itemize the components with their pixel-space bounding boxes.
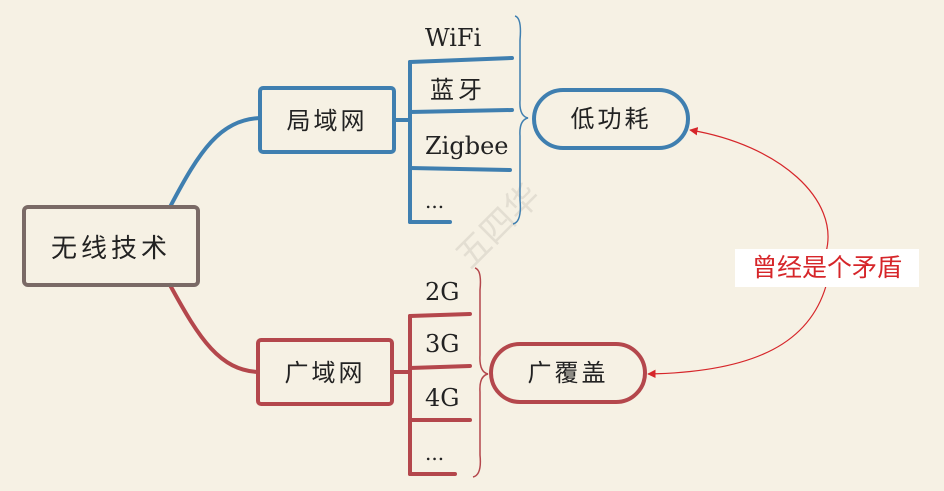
wan-summary-label: 广覆盖 [528, 359, 609, 387]
lan-item-bluetooth: 蓝牙 [430, 76, 486, 104]
root-node [22, 205, 200, 287]
lan-summary-pill [532, 88, 690, 150]
root-label: 无线技术 [51, 234, 171, 264]
wan-label: 广域网 [285, 359, 366, 387]
wan-item-underline [408, 364, 472, 370]
lan-item-underline [408, 166, 512, 172]
wan-item-more: ... [425, 441, 444, 465]
annotation-arrow-to-wan [647, 285, 827, 379]
lan-item-underline [408, 108, 514, 114]
lan-item-underline [408, 56, 514, 64]
wan-item-2g: 2G [425, 278, 459, 306]
lan-item-zigbee: Zigbee [425, 132, 508, 160]
lan-item-more: ... [425, 189, 444, 213]
wan-item-3g: 3G [425, 330, 459, 358]
wan-bracket [390, 314, 412, 476]
watermark: 五四华 [448, 176, 548, 276]
lan-summary-label: 低功耗 [571, 105, 652, 133]
lan-label: 局域网 [287, 107, 368, 135]
wan-item-4g: 4G [425, 384, 459, 412]
wan-item-underline [408, 312, 472, 318]
lan-item-wifi: WiFi [425, 24, 482, 52]
annotation-arrow-to-lan [689, 127, 829, 253]
connector-root-wan [168, 283, 260, 374]
wan-curly-brace [472, 267, 489, 478]
wan-summary-pill [489, 342, 647, 404]
annotation-label: 曾经是个矛盾 [752, 253, 902, 282]
lan-curly-brace [512, 15, 529, 225]
connector-root-lan [168, 116, 262, 209]
lan-bracket [392, 60, 412, 224]
annotation-label-bg [735, 249, 919, 287]
